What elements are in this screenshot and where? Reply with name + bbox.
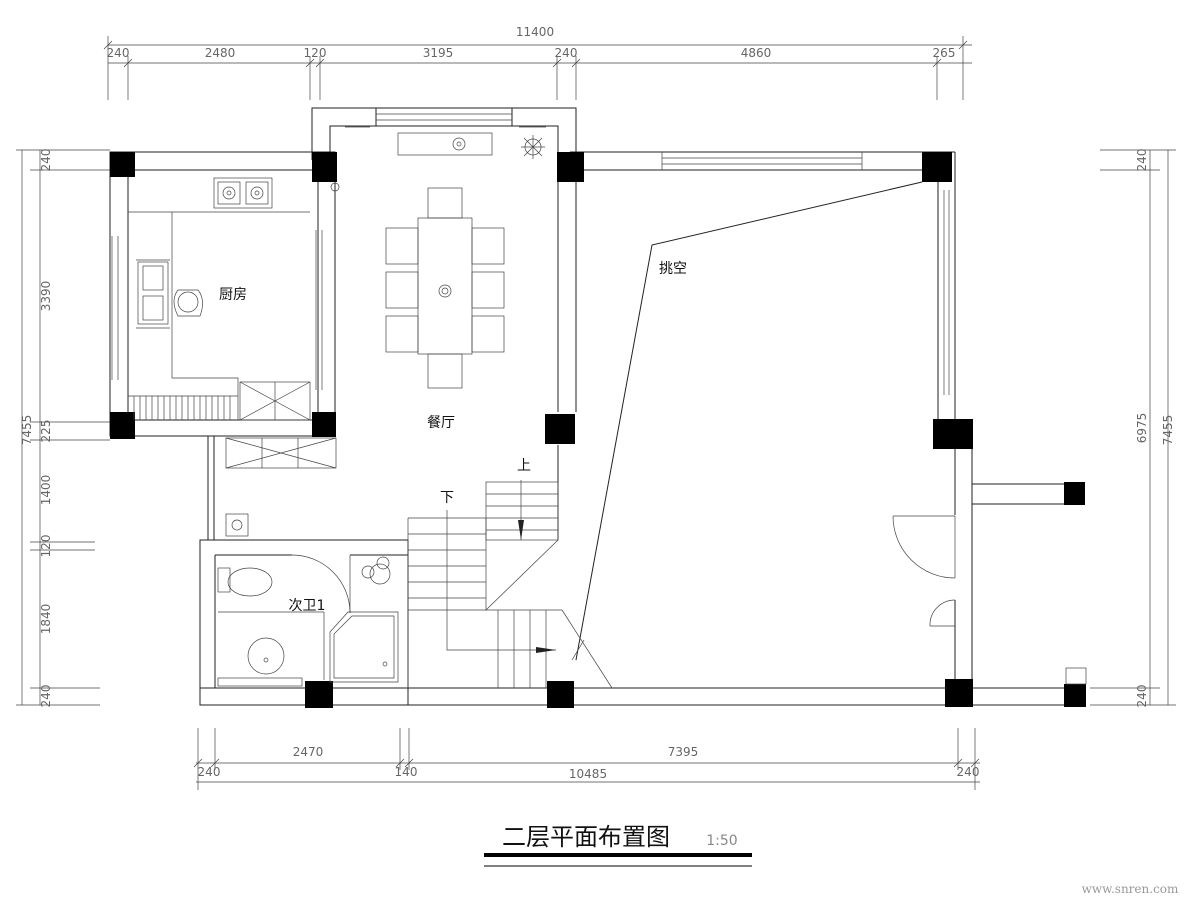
right-total-dimension: 7455 <box>1161 415 1175 446</box>
left-dimension-6: 1840 <box>39 604 53 635</box>
top-dimension-5: 240 <box>555 46 578 60</box>
bottom-dimension-lines <box>193 728 980 790</box>
drawing-title: 二层平面布置图 <box>502 823 670 851</box>
bottom-dimension-4: 7395 <box>668 745 699 759</box>
kitchen-fixtures <box>111 177 323 421</box>
right-dimension-2: 240 <box>1135 685 1149 708</box>
right-dimension-lines <box>1090 149 1176 706</box>
left-total-dimension: 7455 <box>20 415 34 446</box>
top-total-dimension: 11400 <box>516 25 554 39</box>
staircase <box>407 480 613 689</box>
bottom-dimension-3: 140 <box>395 765 418 779</box>
left-dimension-3: 225 <box>39 420 53 443</box>
drawing-scale: 1:50 <box>706 833 737 849</box>
bottom-dimension-2: 2470 <box>293 745 324 759</box>
bottom-dimension-5: 240 <box>957 765 980 779</box>
left-dimension-5: 120 <box>39 535 53 558</box>
left-dimension-lines <box>16 149 110 706</box>
right-inner-dimension: 6975 <box>1135 413 1149 444</box>
top-dimension-2: 2480 <box>205 46 236 60</box>
top-dimension-lines <box>103 36 972 100</box>
top-dimension-3: 120 <box>304 46 327 60</box>
watermark: www.snren.com <box>1082 882 1179 896</box>
stair-up-label: 上 <box>517 458 531 474</box>
top-dimension-7: 265 <box>933 46 956 60</box>
void-outline <box>575 181 923 661</box>
bottom-dimension-1: 240 <box>198 765 221 779</box>
stair-down-label: 下 <box>440 490 454 506</box>
left-dimension-4: 1400 <box>39 475 53 506</box>
dining-label: 餐厅 <box>427 415 455 431</box>
left-dimension-1: 240 <box>39 149 53 172</box>
entry-doors <box>892 515 1087 685</box>
walls <box>109 107 1085 706</box>
left-dimension-2: 3390 <box>39 281 53 312</box>
right-dimension-1: 240 <box>1135 149 1149 172</box>
void-label: 挑空 <box>659 261 687 277</box>
top-dimension-4: 3195 <box>423 46 454 60</box>
structural-columns <box>110 152 1086 708</box>
bathroom-label: 次卫1 <box>289 598 326 614</box>
kitchen-label: 厨房 <box>219 287 247 303</box>
bathroom-fixtures <box>217 513 399 687</box>
dining-furniture <box>330 126 546 389</box>
top-dimension-6: 4860 <box>741 46 772 60</box>
top-dimension-1: 240 <box>107 46 130 60</box>
left-dimension-7: 240 <box>39 685 53 708</box>
bottom-total-dimension: 10485 <box>569 767 607 781</box>
